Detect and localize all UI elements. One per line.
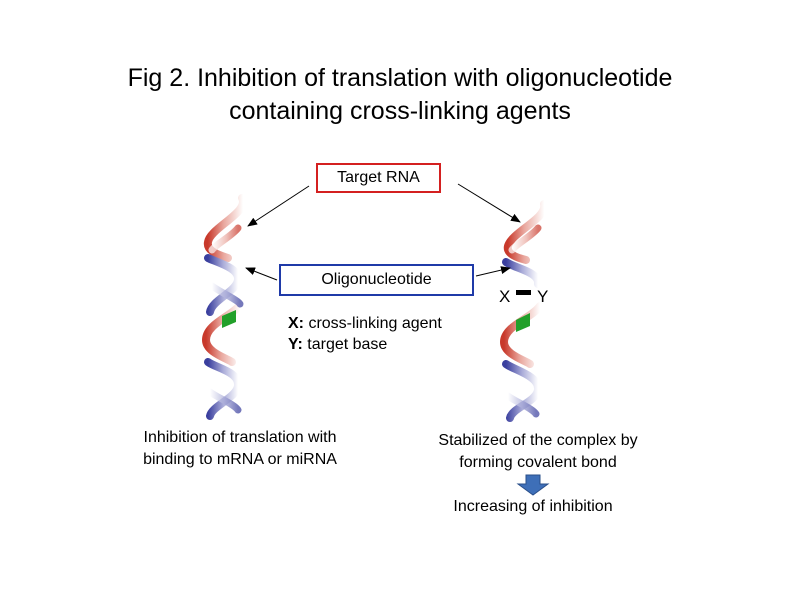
target-rna-box: Target RNA xyxy=(316,163,441,193)
right-caption-line2: forming covalent bond xyxy=(459,454,617,471)
legend-x-key: X: xyxy=(288,315,304,332)
arrow-oligo-to-left-helix xyxy=(245,267,278,281)
legend-y-text: target base xyxy=(307,336,388,353)
left-caption-line2: binding to mRNA or miRNA xyxy=(143,451,337,468)
crosslink-x-label: X xyxy=(499,287,511,306)
crosslink-y-label: Y xyxy=(537,287,549,306)
legend-y-key: Y: xyxy=(288,336,303,353)
left-double-helix xyxy=(201,194,247,420)
arrow-target-to-right-helix xyxy=(457,183,521,223)
arrow-target-to-left-helix xyxy=(247,185,310,227)
legend-x-row: X: cross-linking agent xyxy=(288,314,442,334)
left-caption-line1: Inhibition of translation with xyxy=(143,429,337,446)
right-double-helix xyxy=(499,200,549,422)
figure-title-line1: Fig 2. Inhibition of translation with ol… xyxy=(127,64,673,92)
covalent-bond-mark xyxy=(516,290,531,295)
legend-y-row: Y: target base xyxy=(288,335,387,355)
legend-x-text: cross-linking agent xyxy=(308,315,442,332)
right-green-oligo-segment xyxy=(516,313,530,332)
figure-title-line2: containing cross-linking agents xyxy=(229,97,571,125)
result-caption: Increasing of inhibition xyxy=(453,498,613,515)
right-caption-line1: Stabilized of the complex by xyxy=(438,432,638,449)
arrow-oligo-to-right-helix xyxy=(475,266,511,277)
oligonucleotide-box: Oligonucleotide xyxy=(279,264,474,296)
left-green-oligo-segment xyxy=(222,310,236,328)
down-arrow-icon xyxy=(516,474,550,496)
